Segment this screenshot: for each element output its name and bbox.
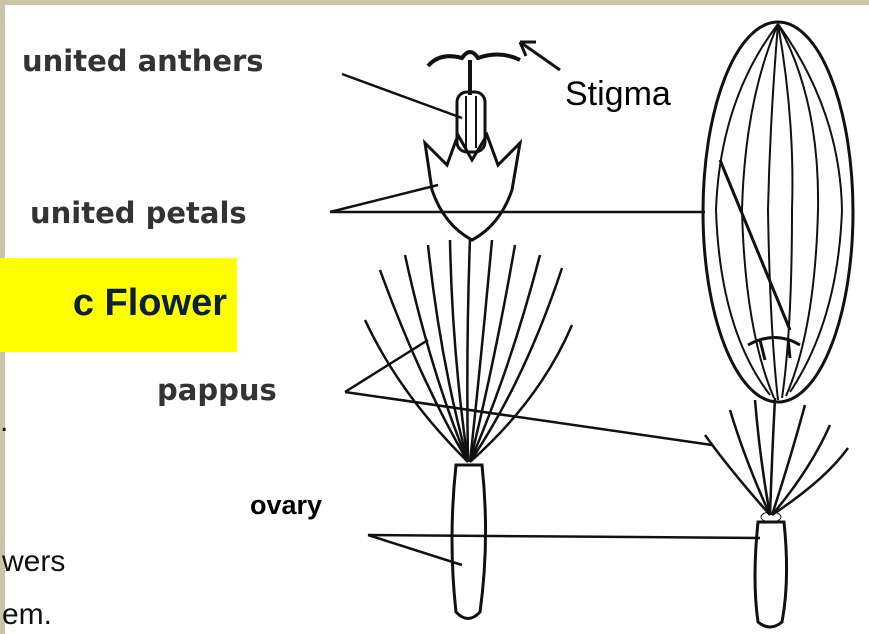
label-ovary: ovary: [250, 490, 322, 521]
leader-anthers: [342, 74, 462, 118]
leader-lines: [330, 74, 760, 565]
disc-floret-illustration: [365, 52, 572, 619]
leader-ovary-right: [368, 535, 760, 538]
label-united-anthers: united anthers: [22, 44, 264, 78]
label-united-petals: united petals: [30, 196, 247, 230]
disc-pappus: [365, 238, 572, 462]
disc-stigma: [428, 52, 520, 95]
disc-ovary: [452, 465, 486, 619]
leader-petals-left: [330, 185, 438, 212]
stigma-arrow: [520, 42, 560, 70]
label-pappus: pappus: [157, 373, 277, 407]
ray-corolla-outline: [703, 22, 853, 402]
ray-floret-illustration: [703, 22, 853, 627]
ray-pappus: [705, 398, 848, 515]
ray-corolla-veins: [716, 24, 842, 400]
leader-ovary-left: [368, 535, 462, 565]
label-stigma: Stigma: [565, 75, 671, 114]
leader-pappus-left: [345, 340, 428, 392]
ray-style: [720, 160, 790, 330]
